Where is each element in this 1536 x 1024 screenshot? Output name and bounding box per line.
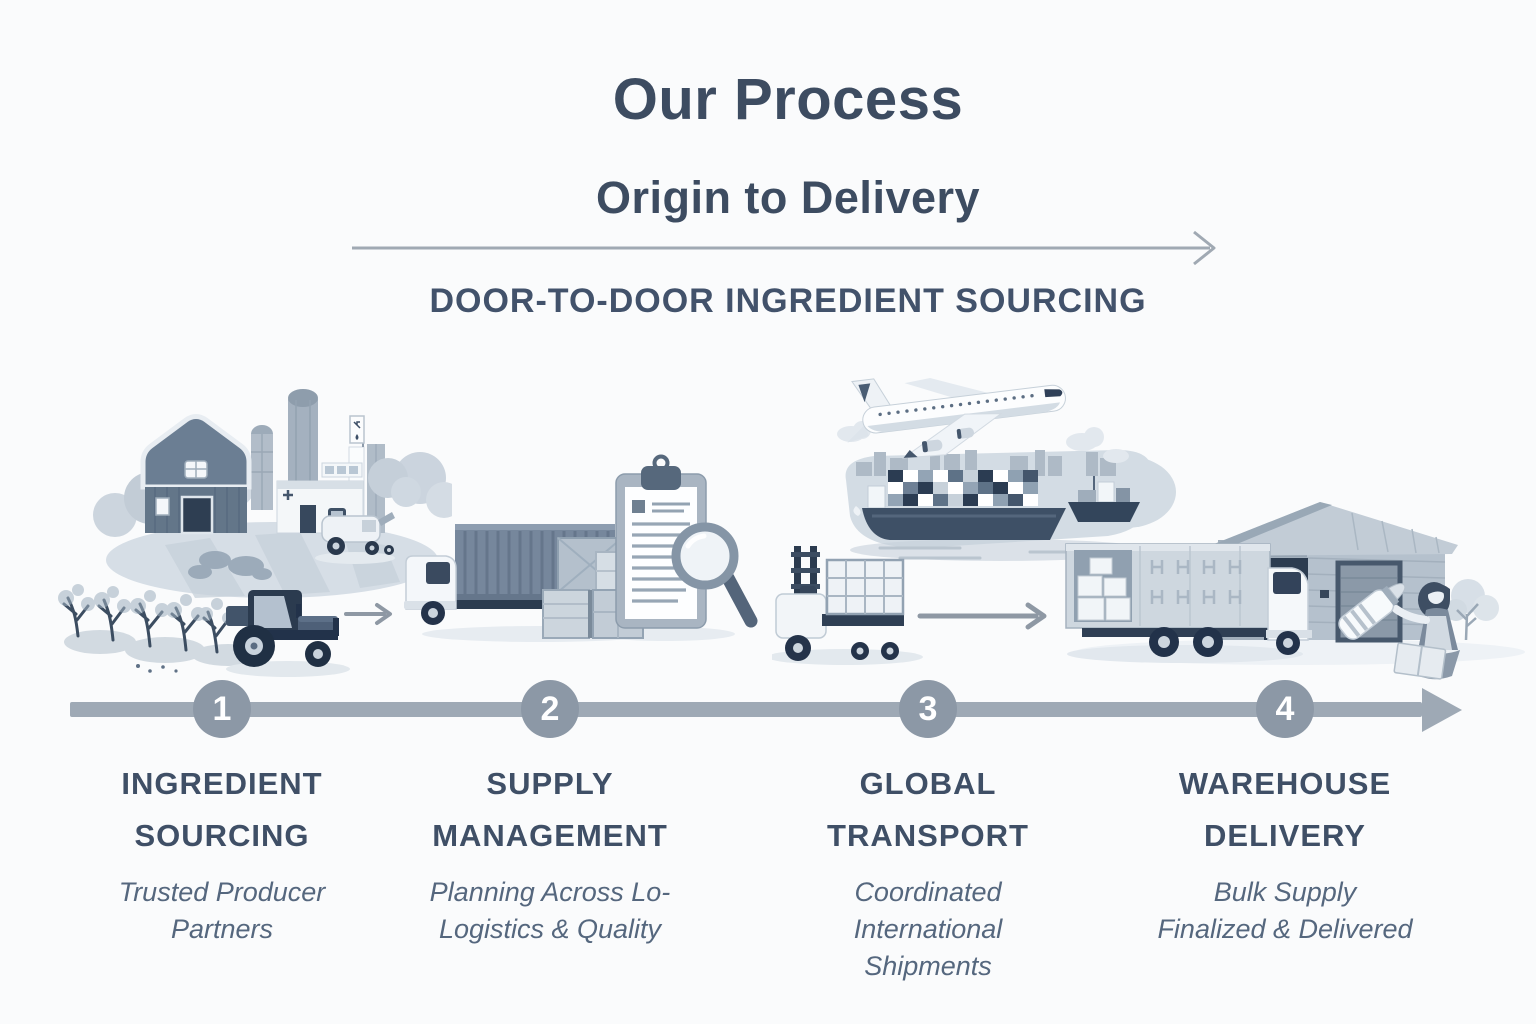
step-4-desc-line-1: Bulk Supply	[1213, 877, 1357, 907]
step-2-marker: 2	[521, 680, 579, 738]
cargo-ship-icon	[853, 470, 1066, 540]
global-transport-illustration	[772, 378, 1176, 665]
step-1-title-line-2: SOURCING	[134, 818, 310, 853]
step-3-description: Coordinated International Shipments	[758, 874, 1098, 985]
step-1-desc-line-2: Partners	[170, 914, 274, 944]
step-4-desc-line-2: Finalized & Delivered	[1157, 914, 1413, 944]
step-4-title-line-2: DELIVERY	[1204, 818, 1366, 853]
field-bushes-icon	[188, 551, 272, 580]
step-2-desc-line-1: Planning Across Lo-	[429, 877, 671, 907]
harvester-icon	[315, 508, 395, 564]
clouds-icon	[837, 421, 1129, 463]
step-4-number: 4	[1275, 689, 1295, 728]
tractor-icon	[136, 590, 350, 677]
tree-icon	[1445, 579, 1499, 641]
step-4-title-line-1: WAREHOUSE	[1178, 766, 1392, 801]
step-3-desc-line-2: International	[853, 914, 1003, 944]
arrow-right-icon	[917, 602, 1047, 630]
container-latches	[1150, 560, 1242, 604]
step-2-title-line-2: MANAGEMENT	[432, 818, 668, 853]
farm-scene-illustration	[58, 389, 452, 677]
timeline-bar	[70, 702, 1422, 717]
step-2-title-line-1: SUPPLY	[486, 766, 614, 801]
step-1-title: INGREDIENT SOURCING	[52, 758, 392, 862]
step-3-desc-line-1: Coordinated	[854, 877, 1002, 907]
step-4-title: WAREHOUSE DELIVERY	[1115, 758, 1455, 862]
baby-bottle-icon	[1338, 583, 1406, 640]
barn-icon	[140, 414, 252, 535]
step-3-number: 3	[918, 689, 938, 728]
step-3-title-line-1: GLOBAL	[859, 766, 997, 801]
step-1-column: INGREDIENT SOURCING Trusted Producer Par…	[52, 758, 392, 948]
step-2-column: SUPPLY MANAGEMENT Planning Across Lo- Lo…	[380, 758, 720, 948]
step-3-title-line-2: TRANSPORT	[827, 818, 1029, 853]
step-3-desc-line-3: Shipments	[864, 951, 992, 981]
warehouse-scene-illustration	[1065, 502, 1525, 680]
airplane-icon	[847, 378, 1066, 459]
step-3-column: GLOBAL TRANSPORT Coordinated Internation…	[758, 758, 1098, 985]
step-2-desc-line-2: Logistics & Quality	[438, 914, 662, 944]
step-1-title-line-1: INGREDIENT	[121, 766, 323, 801]
tugboat-icon	[1068, 476, 1140, 522]
step-1-number: 1	[212, 689, 232, 728]
step-2-title: SUPPLY MANAGEMENT	[380, 758, 720, 862]
silo-icon	[251, 389, 318, 510]
step-2-number: 2	[540, 689, 560, 728]
step-3-marker: 3	[899, 680, 957, 738]
page-title: Our Process	[612, 67, 964, 132]
tagline: DOOR-TO-DOOR INGREDIENT SOURCING	[429, 282, 1147, 320]
clipboard-icon	[615, 454, 707, 629]
package-icon	[1393, 642, 1447, 680]
origin-to-delivery-arrow-icon	[352, 230, 1216, 266]
step-1-marker: 1	[193, 680, 251, 738]
inspection-scene-illustration	[404, 454, 758, 642]
step-4-description: Bulk Supply Finalized & Delivered	[1115, 874, 1455, 948]
container-stack	[888, 470, 1038, 506]
delivery-truck-icon	[1065, 543, 1312, 663]
page-subtitle: Origin to Delivery	[595, 172, 981, 223]
step-4-marker: 4	[1256, 680, 1314, 738]
step-3-title: GLOBAL TRANSPORT	[758, 758, 1098, 862]
cargo-boxes	[1077, 557, 1131, 621]
dirt-specks	[136, 664, 178, 673]
forklift-icon	[772, 546, 923, 665]
step-1-desc-line-1: Trusted Producer	[118, 877, 326, 907]
magnifier-icon	[671, 522, 758, 628]
courier-woman-icon	[1392, 582, 1460, 680]
factory-icon	[276, 415, 421, 534]
step-1-description: Trusted Producer Partners	[52, 874, 392, 948]
step-4-column: WAREHOUSE DELIVERY Bulk Supply Finalized…	[1115, 758, 1455, 948]
arrow-right-icon	[344, 603, 392, 625]
step-2-description: Planning Across Lo- Logistics & Quality	[380, 874, 720, 948]
timeline-arrowhead-icon	[1422, 688, 1462, 732]
